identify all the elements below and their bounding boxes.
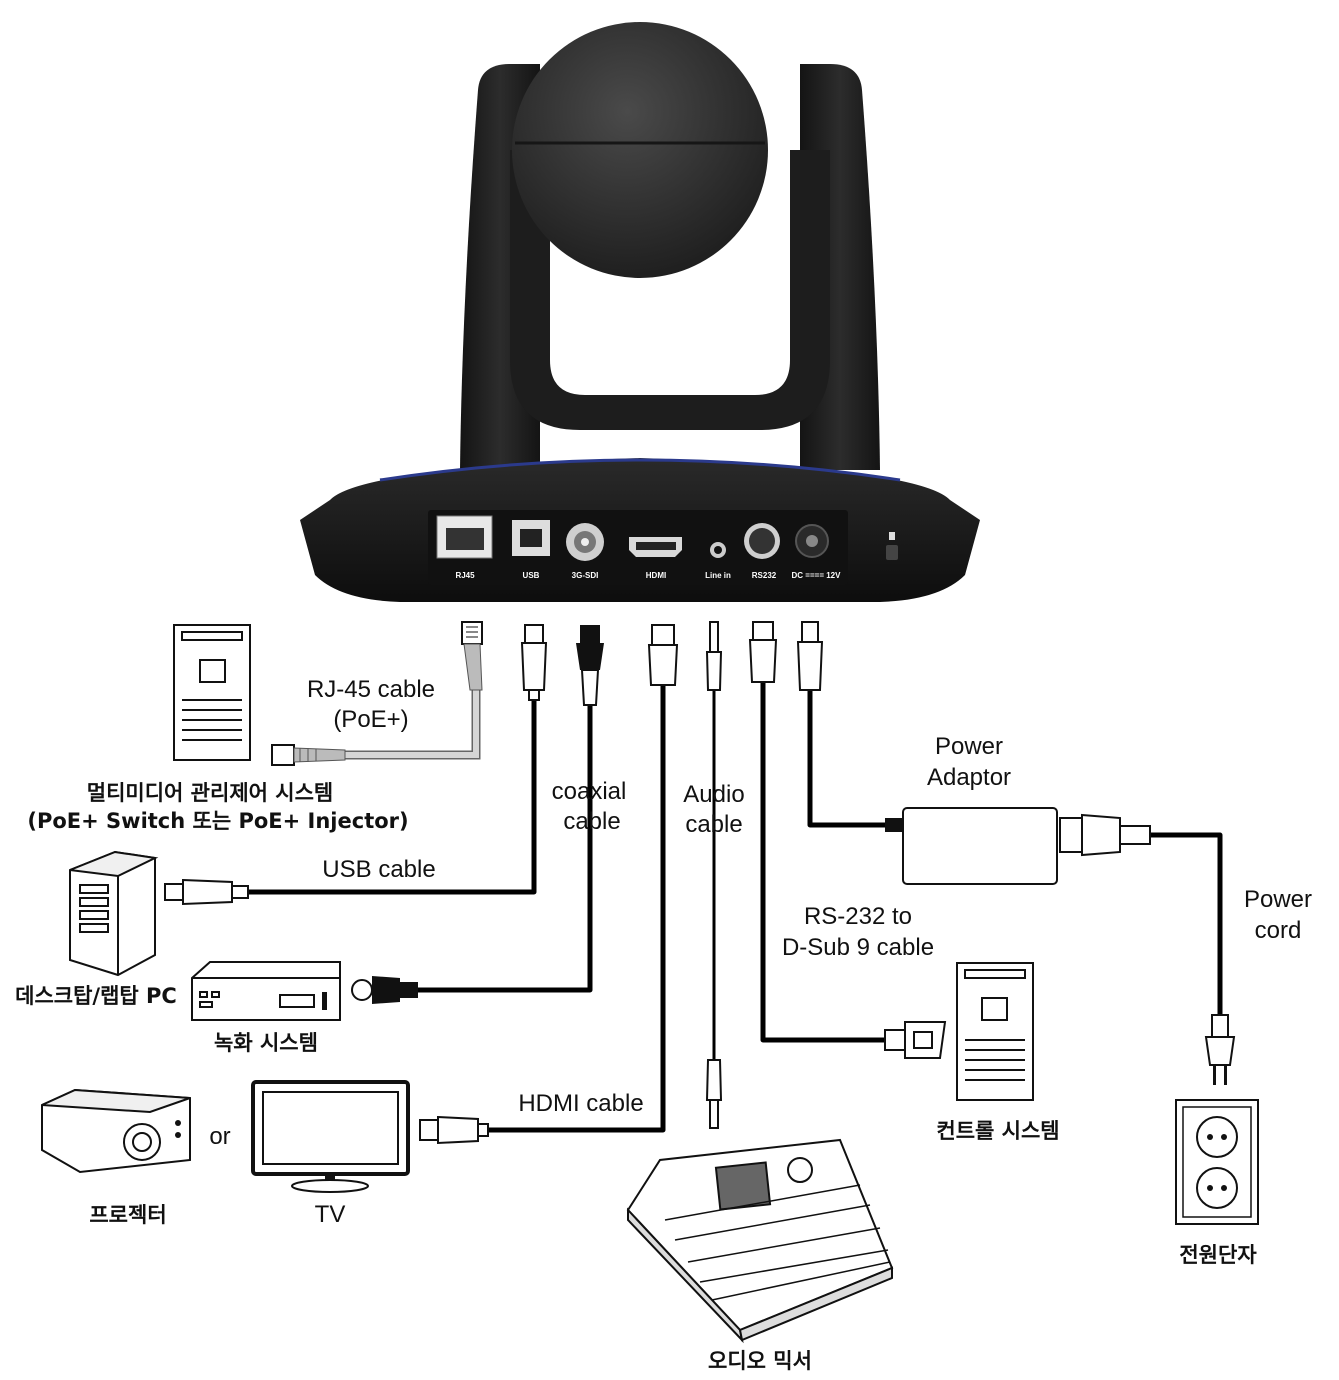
hdmi-side-plug-icon [419, 1115, 489, 1145]
port-label-dc: DC ==== 12V [792, 571, 842, 580]
or-label: or [209, 1123, 230, 1150]
port-label-line-in: Line in [705, 571, 731, 580]
projector-icon [41, 1088, 191, 1174]
power-adaptor-label-line2: Adaptor [927, 764, 1011, 791]
port-label-rs232: RS232 [752, 571, 777, 580]
control-system-icon [956, 962, 1034, 1101]
multimedia-system-icon [173, 624, 251, 761]
rj45-cable-label: RJ-45 cable [307, 676, 435, 703]
bnc-plug-icon [576, 625, 604, 706]
usb-a-plug-icon [164, 878, 249, 906]
tv-icon [251, 1080, 410, 1193]
hdmi-cable-label: HDMI cable [518, 1090, 643, 1117]
dc-plug-icon [796, 621, 824, 691]
tv-label: TV [315, 1201, 346, 1228]
usb-cable-label: USB cable [322, 856, 435, 883]
coaxial-cable-label-line1: coaxial [552, 778, 627, 805]
desktop-pc-icon [69, 850, 159, 977]
rj45-plug-icon [461, 621, 483, 691]
mini-din-plug-icon [748, 621, 778, 683]
dc-adaptor-plug-icon [885, 818, 905, 832]
recording-system-label: 녹화 시스템 [214, 1031, 318, 1055]
recording-system-icon [191, 961, 341, 1021]
power-cord-label-line2: cord [1255, 917, 1302, 944]
wall-outlet-icon [1175, 1099, 1259, 1225]
kensington-lock-slot [886, 545, 898, 560]
audio-mixer-label: 오디오 믹서 [708, 1349, 812, 1373]
iec-plug-icon [1059, 813, 1151, 857]
port-label-usb: USB [523, 571, 540, 580]
audio-mixer-icon [626, 1138, 894, 1344]
power-adaptor-label-line1: Power [935, 733, 1003, 760]
camera-head [512, 22, 768, 278]
dsub9-plug-icon [884, 1021, 947, 1059]
labels: RJ-45 cable (PoE+) 멀티미디어 관리제어 시스템 (PoE+ … [15, 676, 1312, 1373]
projector-label: 프로젝터 [89, 1203, 166, 1227]
control-system-label: 컨트롤 시스템 [936, 1119, 1059, 1143]
rs232-cable-label-line2: D-Sub 9 cable [782, 934, 934, 961]
port-label-rj45: RJ45 [455, 571, 475, 580]
port-label-hdmi: HDMI [646, 571, 666, 580]
audio-jack-plug-icon [705, 621, 723, 691]
power-adaptor-icon [902, 807, 1058, 885]
power-cord-label-line1: Power [1244, 886, 1312, 913]
multimedia-system-label: 멀티미디어 관리제어 시스템 [87, 781, 333, 805]
coaxial-cable-label-line2: cable [563, 808, 620, 835]
rj45-cable-poe-label: (PoE+) [333, 706, 408, 733]
audio-jack-bottom-plug-icon [705, 1059, 723, 1129]
connectors [164, 621, 1236, 1145]
port-label-sdi: 3G-SDI [572, 571, 599, 580]
ptz-camera: RJ45 USB 3G-SDI HDMI Line in RS232 DC ==… [300, 22, 980, 602]
audio-cable-label-line1: Audio [683, 781, 744, 808]
rj45-side-plug-icon [271, 744, 346, 766]
audio-cable-label-line2: cable [685, 811, 742, 838]
bnc-side-plug-icon [351, 976, 418, 1004]
hdmi-plug-icon [647, 624, 679, 686]
wall-plug-icon [1204, 1014, 1236, 1085]
cables [248, 682, 1223, 1133]
multimedia-system-sublabel: (PoE+ Switch 또는 PoE+ Injector) [27, 809, 408, 833]
rs232-cable-label-line1: RS-232 to [804, 903, 912, 930]
outlet-label: 전원단자 [1179, 1243, 1257, 1267]
pc-label: 데스크탑/랩탑 PC [15, 984, 177, 1008]
usb-b-plug-icon [520, 624, 548, 701]
